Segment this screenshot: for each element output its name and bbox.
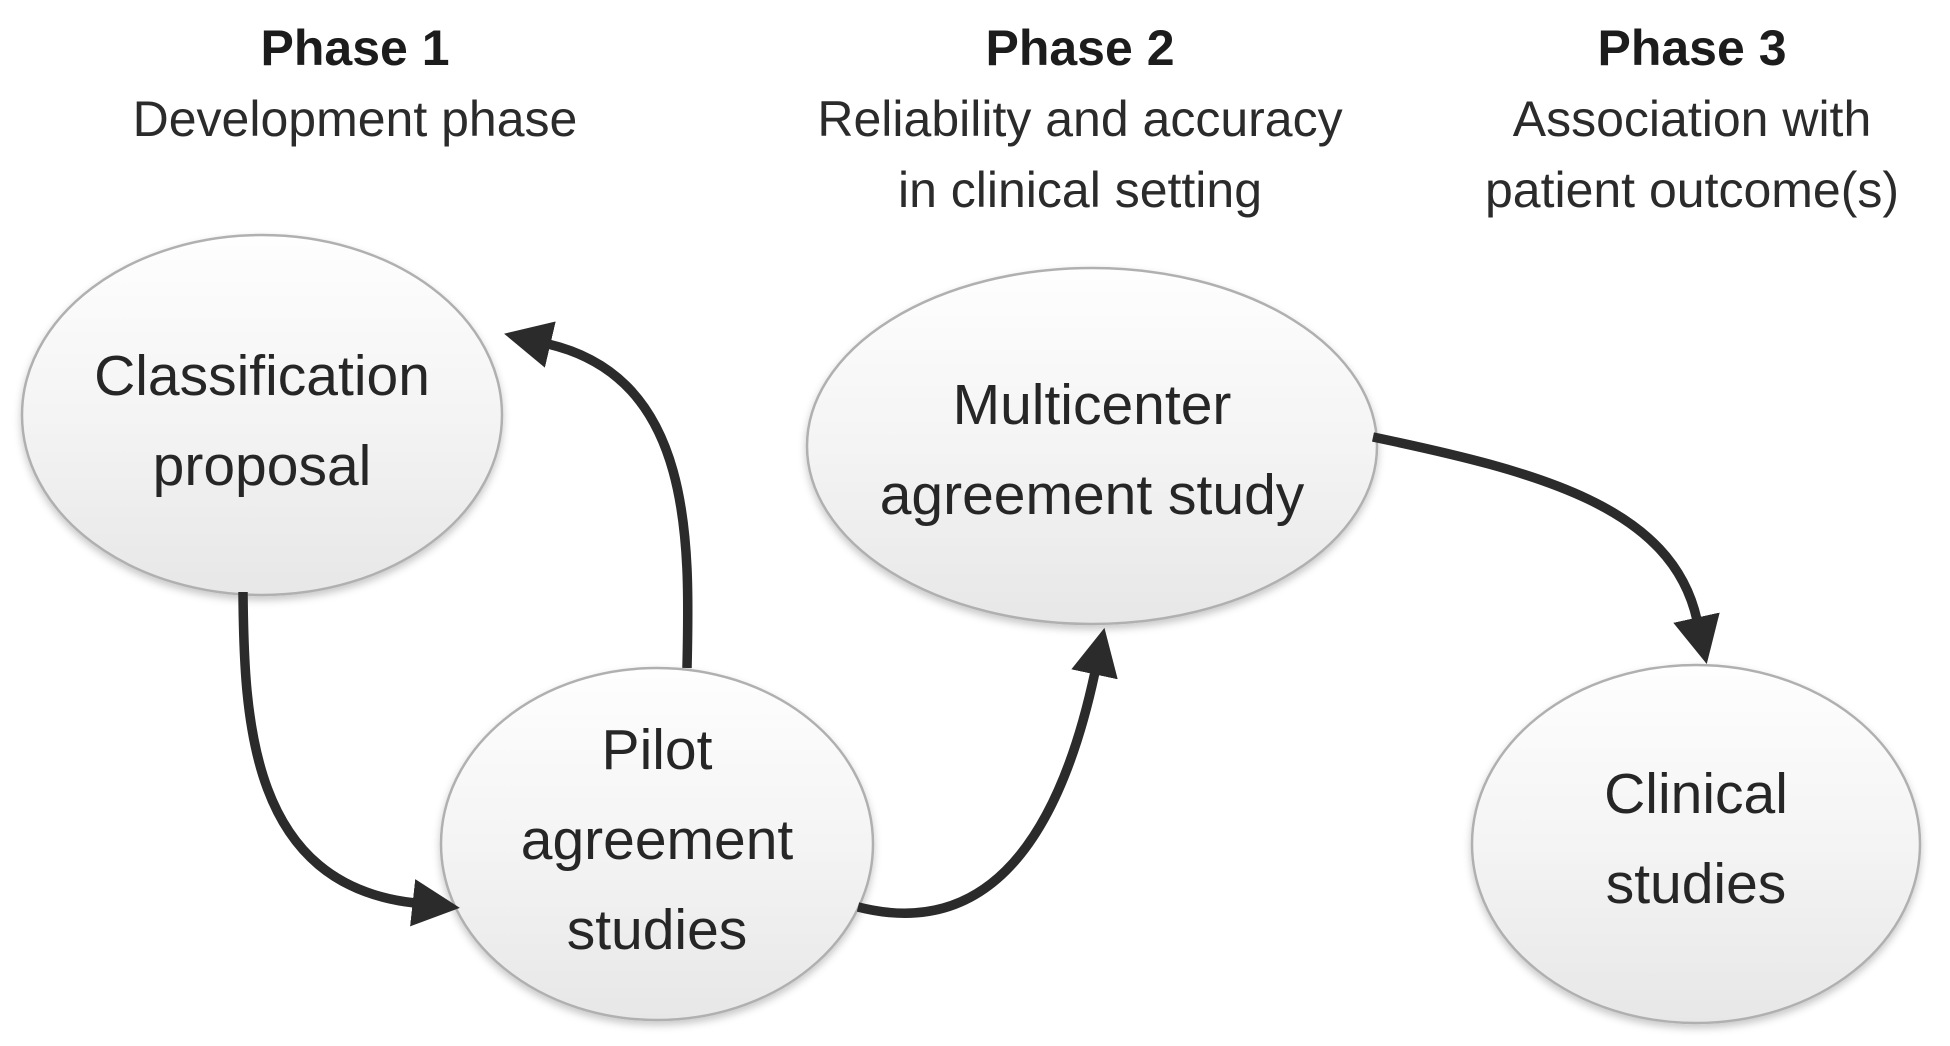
arrow-classification-to-pilot xyxy=(238,591,460,927)
phase2-title: Phase 2 xyxy=(985,20,1175,76)
phase3-subtitle-line: Association with xyxy=(1512,91,1872,147)
node-label-line: Classification xyxy=(94,344,430,408)
phase3-subtitle-line: patient outcome(s) xyxy=(1484,162,1900,218)
classification-proposal-label: Classification proposal xyxy=(94,331,430,511)
multicenter-agreement-study-label: Multicenter agreement study xyxy=(880,360,1305,540)
arrow-multicenter-to-clinical xyxy=(1372,432,1720,665)
phase2-header: Phase 2 Reliability and accuracy in clin… xyxy=(817,13,1342,226)
arrow-pilot-to-classification xyxy=(504,321,693,669)
node-label-line: agreement xyxy=(520,808,794,872)
phase1-title: Phase 1 xyxy=(260,20,450,76)
classification-proposal-node xyxy=(20,233,504,597)
node-label-line: Clinical xyxy=(1604,762,1788,826)
phase1-header: Phase 1 Development phase xyxy=(133,13,578,155)
pilot-agreement-studies-label: Pilot agreement studies xyxy=(521,705,794,975)
node-label-line: agreement study xyxy=(879,463,1305,527)
phase3-title: Phase 3 xyxy=(1597,20,1787,76)
clinical-studies-label: Clinical studies xyxy=(1604,749,1788,929)
node-label-line: studies xyxy=(1605,852,1787,916)
arrow-pilot-to-multicenter xyxy=(856,627,1118,918)
phase1-subtitle-line: Development phase xyxy=(132,91,578,147)
node-label-line: studies xyxy=(566,898,748,962)
multicenter-agreement-study-node xyxy=(805,266,1379,626)
node-label-line: Pilot xyxy=(601,718,713,782)
phase2-subtitle-line: in clinical setting xyxy=(897,162,1263,218)
phase2-subtitle-line: Reliability and accuracy xyxy=(817,91,1343,147)
node-label-line: proposal xyxy=(152,434,372,498)
pilot-agreement-studies-node xyxy=(439,666,875,1022)
clinical-studies-node xyxy=(1470,663,1922,1025)
node-label-line: Multicenter xyxy=(952,373,1232,437)
phase3-header: Phase 3 Association with patient outcome… xyxy=(1485,13,1899,226)
